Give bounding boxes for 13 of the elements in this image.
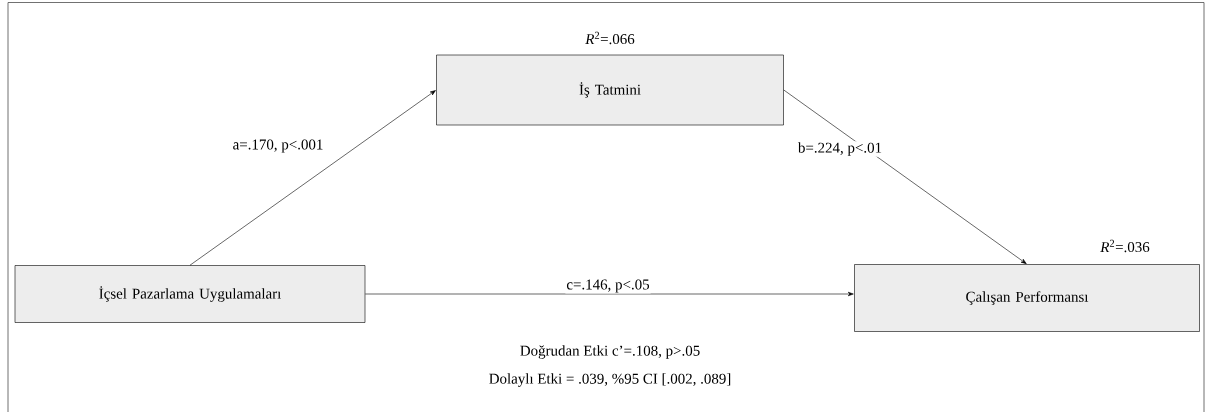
path-coefficient-label: b=.224, p<.01 — [796, 141, 884, 157]
variable-box: Çalışan Performansı — [854, 264, 1200, 332]
path-coefficient-label: c=.146, p<.05 — [565, 278, 651, 294]
effect-note: Dolaylı Etki = .039, %95 CI [.002, .089] — [489, 373, 731, 387]
effect-note: Doğrudan Etki c’=.108, p>.05 — [520, 345, 700, 359]
arrow — [365, 291, 854, 297]
r-squared-label: R$^{2}$=.066 — [585, 31, 635, 45]
arrow — [189, 90, 436, 266]
r-squared-label: R$^{2}$=.036 — [1100, 239, 1150, 253]
arrow — [783, 89, 1027, 264]
path-coefficient-label: a=.170, p<.001 — [231, 138, 325, 154]
variable-box: İçsel Pazarlama Uygulamaları — [14, 265, 366, 323]
variable-box: İş Tatmini — [436, 54, 784, 126]
